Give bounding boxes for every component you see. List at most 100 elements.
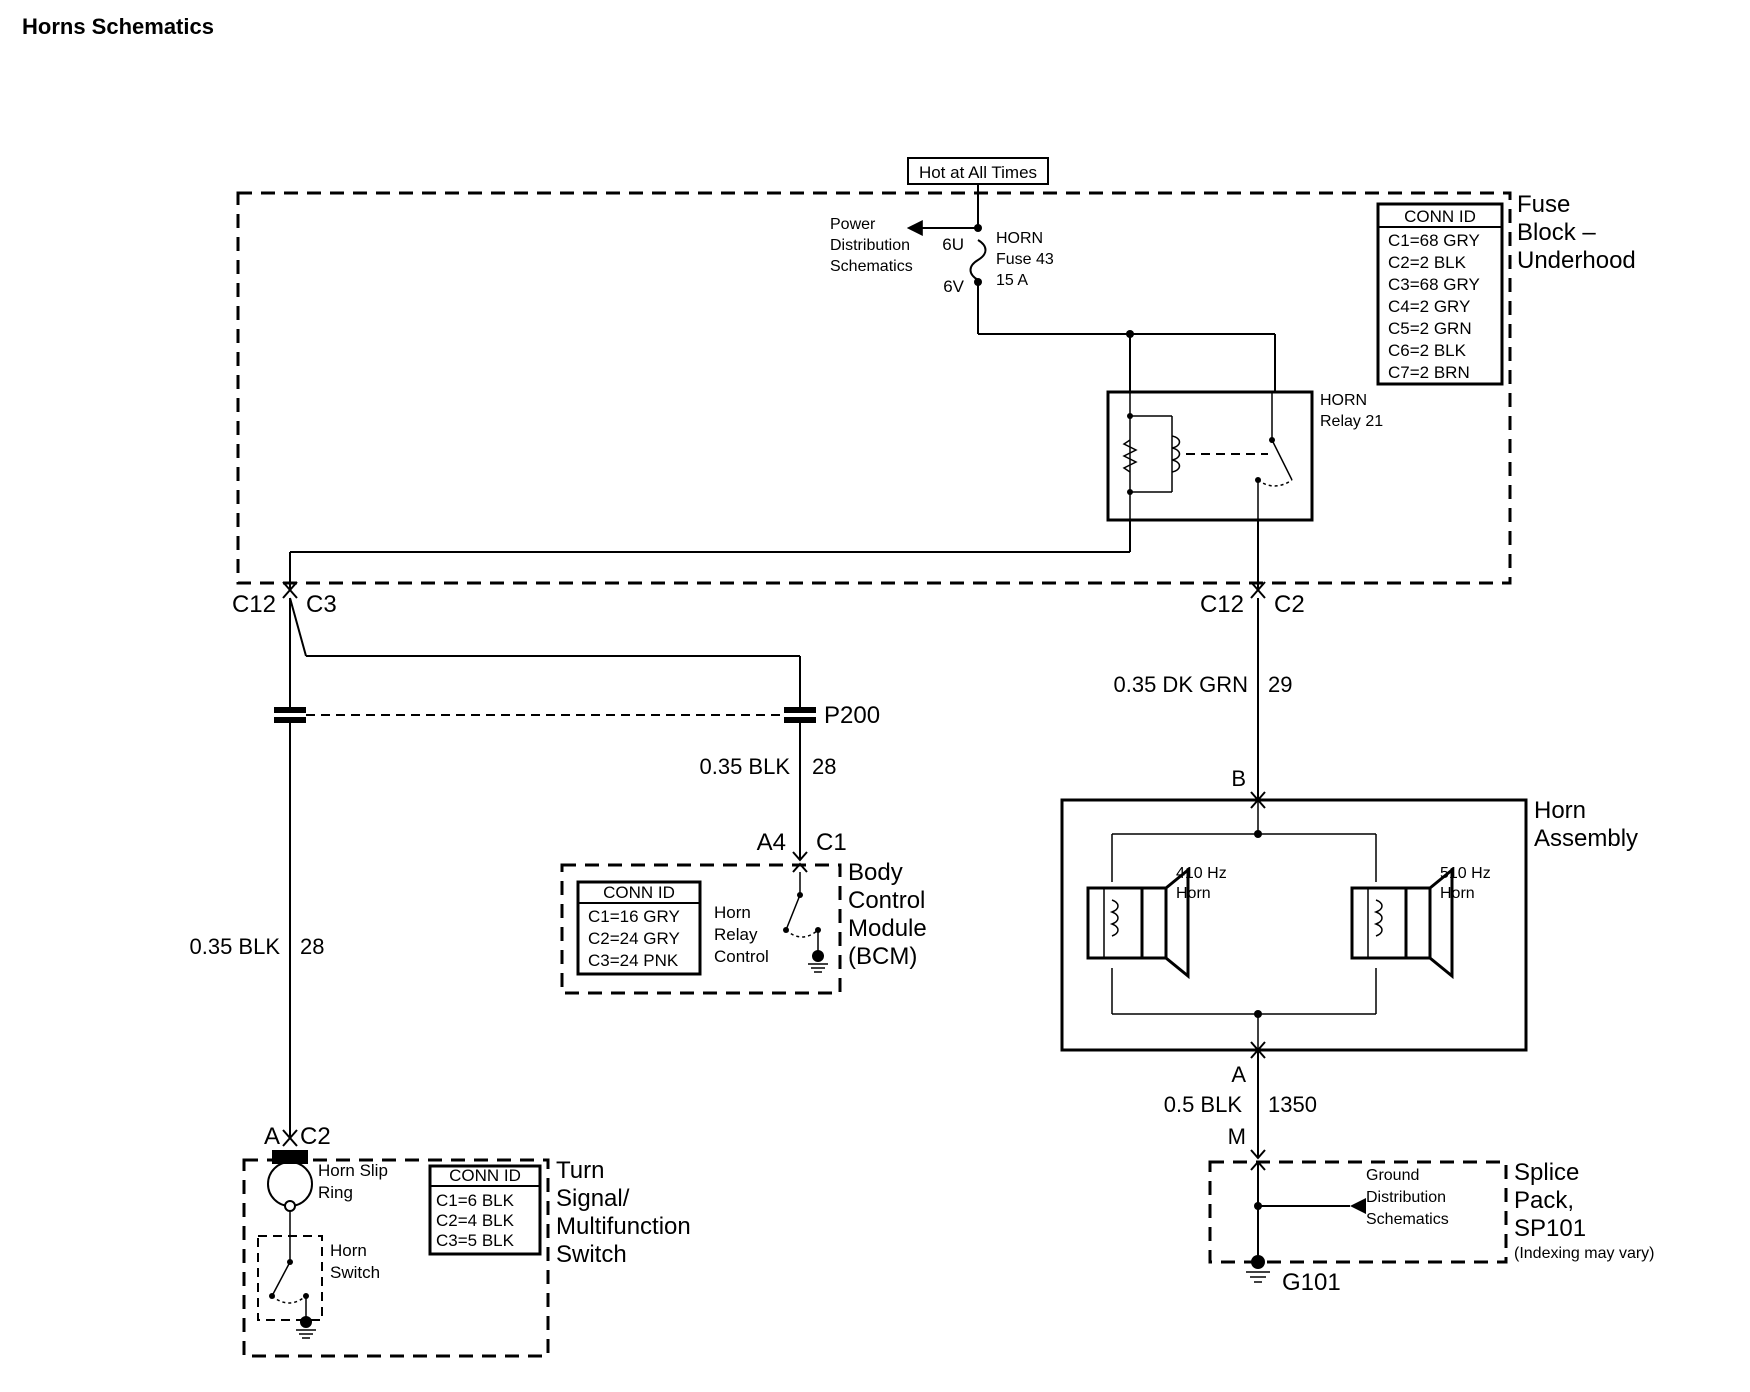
svg-text:HORN: HORN xyxy=(996,230,1043,247)
horn-assembly-internal-wiring xyxy=(1111,798,1377,1052)
fuse-block-conn-table: CONN ID C1=68 GRY C2=2 BLK C3=68 GRY C4=… xyxy=(1376,202,1504,386)
relay-to-left-connector xyxy=(282,520,1131,592)
svg-text:410 Hz: 410 Hz xyxy=(1176,865,1227,882)
splice-pack-name: Splice Pack, SP101 (Indexing may vary) xyxy=(1514,1159,1655,1262)
svg-text:Body: Body xyxy=(848,859,903,886)
relay-to-right-connector xyxy=(1250,520,1266,592)
svg-text:28: 28 xyxy=(812,754,836,779)
bcm-connector: A4 C1 xyxy=(757,829,847,873)
wire-to-ground: A 0.5 BLK 1350 M xyxy=(1164,1048,1317,1160)
svg-text:CONN ID: CONN ID xyxy=(603,883,675,902)
wire-to-bcm: 0.35 BLK 28 xyxy=(699,723,836,862)
svg-text:Turn: Turn xyxy=(556,1157,604,1184)
svg-text:C12: C12 xyxy=(232,591,276,618)
svg-text:C2: C2 xyxy=(1274,591,1305,618)
fuse-block-name: Fuse Block – Underhood xyxy=(1517,191,1636,274)
svg-text:SP101: SP101 xyxy=(1514,1215,1586,1242)
ground-g101: G101 xyxy=(1246,1255,1341,1296)
power-distribution-reference: Power Distribution Schematics xyxy=(830,216,978,275)
svg-text:Fuse: Fuse xyxy=(1517,191,1570,218)
svg-text:0.5 BLK: 0.5 BLK xyxy=(1164,1092,1243,1117)
svg-text:0.35 BLK: 0.35 BLK xyxy=(189,934,280,959)
turn-switch-name: Turn Signal/ Multifunction Switch xyxy=(556,1157,691,1268)
svg-text:Fuse 43: Fuse 43 xyxy=(996,251,1054,268)
svg-text:Horn: Horn xyxy=(1176,885,1211,902)
svg-text:C1=6 BLK: C1=6 BLK xyxy=(436,1191,515,1210)
hot-at-all-times-label: Hot at All Times xyxy=(907,157,1049,185)
svg-text:CONN ID: CONN ID xyxy=(1404,207,1476,226)
svg-text:6U: 6U xyxy=(942,235,964,254)
svg-text:(Indexing may vary): (Indexing may vary) xyxy=(1514,1245,1655,1262)
svg-text:Horn: Horn xyxy=(714,903,751,922)
svg-text:C3=5 BLK: C3=5 BLK xyxy=(436,1231,515,1250)
svg-text:Switch: Switch xyxy=(330,1263,380,1282)
svg-text:Block –: Block – xyxy=(1517,219,1596,246)
svg-text:G101: G101 xyxy=(1282,1269,1341,1296)
svg-text:A4: A4 xyxy=(757,829,786,856)
svg-text:CONN ID: CONN ID xyxy=(449,1166,521,1185)
horn-assembly-pin-a: A xyxy=(1231,1062,1246,1087)
svg-text:C1=16 GRY: C1=16 GRY xyxy=(588,907,680,926)
svg-text:Splice: Splice xyxy=(1514,1159,1579,1186)
svg-text:Switch: Switch xyxy=(556,1241,627,1268)
svg-text:Distribution: Distribution xyxy=(1366,1189,1446,1206)
svg-text:Hot at All Times: Hot at All Times xyxy=(919,163,1037,182)
fuse-block-outline xyxy=(236,191,1512,585)
splice-pack-outline xyxy=(1208,1160,1508,1264)
svg-text:(BCM): (BCM) xyxy=(848,943,917,970)
wire-to-turn-switch: 0.35 BLK 28 xyxy=(189,723,324,1140)
horn-assembly-outline xyxy=(1060,798,1528,1052)
svg-text:Signal/: Signal/ xyxy=(556,1185,630,1212)
svg-text:M: M xyxy=(1228,1124,1246,1149)
svg-text:Module: Module xyxy=(848,915,927,942)
svg-text:29: 29 xyxy=(1268,672,1292,697)
horn-410hz: 410 Hz Horn xyxy=(1086,865,1227,980)
bcm-horn-relay-control: Horn Relay Control xyxy=(714,872,828,973)
svg-text:Multifunction: Multifunction xyxy=(556,1213,691,1240)
svg-text:0.35 DK GRN: 0.35 DK GRN xyxy=(1114,672,1249,697)
svg-text:Horn: Horn xyxy=(1440,885,1475,902)
svg-text:Relay 21: Relay 21 xyxy=(1320,413,1383,430)
left-connector: C12 C3 xyxy=(232,588,337,618)
bcm-outline xyxy=(560,863,842,995)
svg-text:C5=2 GRN: C5=2 GRN xyxy=(1388,319,1472,338)
horn-slip-ring: Horn Slip Ring xyxy=(267,1150,388,1212)
svg-text:Ring: Ring xyxy=(318,1183,353,1202)
svg-text:510 Hz: 510 Hz xyxy=(1440,865,1491,882)
svg-text:Horn: Horn xyxy=(1534,797,1586,824)
svg-text:C2: C2 xyxy=(300,1123,331,1150)
svg-text:A: A xyxy=(264,1123,280,1150)
svg-text:C2=24 GRY: C2=24 GRY xyxy=(588,929,680,948)
svg-text:P200: P200 xyxy=(824,702,880,729)
svg-text:Schematics: Schematics xyxy=(830,258,913,275)
svg-text:C6=2 BLK: C6=2 BLK xyxy=(1388,341,1467,360)
turn-switch-connector: A C2 xyxy=(264,1123,331,1150)
svg-text:28: 28 xyxy=(300,934,324,959)
svg-text:Power: Power xyxy=(830,216,876,233)
horn-assembly-name: Horn Assembly xyxy=(1534,797,1638,852)
svg-text:C2=2 BLK: C2=2 BLK xyxy=(1388,253,1467,272)
horn-relay: HORN Relay 21 xyxy=(1106,330,1383,522)
svg-text:Pack,: Pack, xyxy=(1514,1187,1574,1214)
svg-text:6V: 6V xyxy=(943,277,964,296)
svg-text:Horn: Horn xyxy=(330,1241,367,1260)
turn-switch-outline xyxy=(242,1158,550,1358)
svg-text:Control: Control xyxy=(714,947,769,966)
svg-text:Relay: Relay xyxy=(714,925,758,944)
svg-text:0.35 BLK: 0.35 BLK xyxy=(699,754,790,779)
svg-text:C1=68 GRY: C1=68 GRY xyxy=(1388,231,1480,250)
svg-text:C4=2 GRY: C4=2 GRY xyxy=(1388,297,1470,316)
horn-switch: Horn Switch xyxy=(257,1211,380,1339)
svg-text:Horn Slip: Horn Slip xyxy=(318,1161,388,1180)
bcm-conn-table: CONN ID C1=16 GRY C2=24 GRY C3=24 PNK xyxy=(576,880,702,976)
svg-text:Ground: Ground xyxy=(1366,1167,1419,1184)
svg-text:HORN: HORN xyxy=(1320,392,1367,409)
svg-text:C7=2 BRN: C7=2 BRN xyxy=(1388,363,1470,382)
svg-text:C3: C3 xyxy=(306,591,337,618)
svg-text:C2=4 BLK: C2=4 BLK xyxy=(436,1211,515,1230)
splice-branch: P200 xyxy=(274,597,880,729)
right-connector: C12 C2 xyxy=(1200,588,1305,618)
svg-text:Assembly: Assembly xyxy=(1534,825,1638,852)
horn-fuse: 6U 6V HORN Fuse 43 15 A xyxy=(942,184,1275,335)
